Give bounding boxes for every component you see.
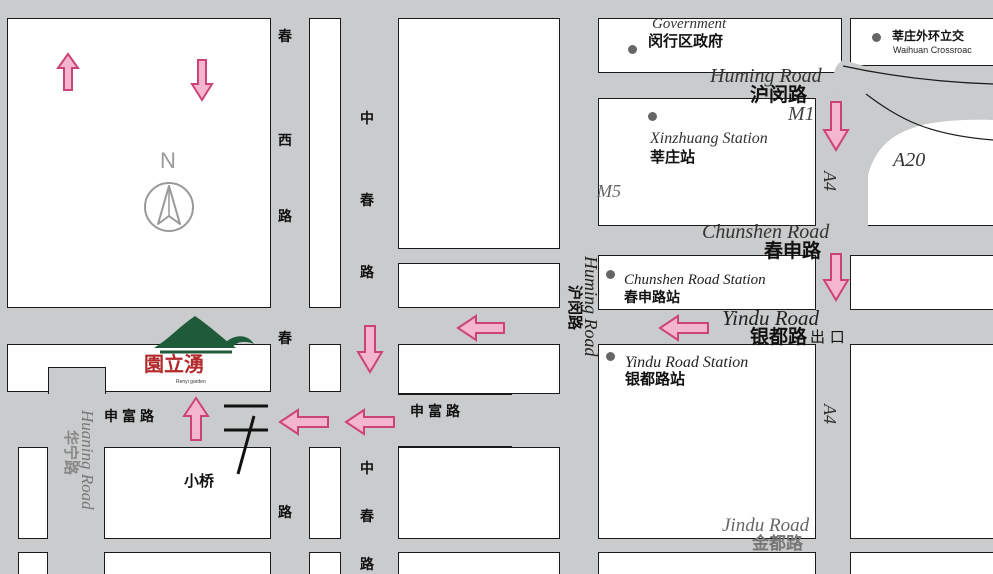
block-waihuan <box>850 18 993 66</box>
block-edge-5 <box>598 552 816 574</box>
label-huaning-en: Huaning Road <box>78 410 97 510</box>
marker-chunshen-station[interactable] <box>606 270 615 279</box>
arrow-up-icon <box>182 396 210 441</box>
block-edge-2 <box>104 552 271 574</box>
block-edge-6 <box>850 552 993 574</box>
label-government-cn: 闵行区政府 <box>648 32 724 50</box>
block-center-small <box>398 263 560 308</box>
arrow-down-icon <box>190 59 214 102</box>
label-yindu-road-en: Yindu Road <box>722 306 820 330</box>
label-huming-road-cn: 沪闵路 <box>750 84 808 106</box>
label-huaning-cn: 华宁路 <box>62 430 80 476</box>
label-waihuan-cn: 莘庄外环立交 <box>892 29 965 43</box>
label-huming-vertical-cn: 沪闵路 <box>566 285 584 331</box>
block-park <box>7 18 271 308</box>
label-shenfu-right: 申富路 <box>410 404 464 420</box>
label-yindu-road-cn: 银都路 <box>750 326 808 348</box>
label-xinzhuang-en: Xinzhuang Station <box>650 130 768 147</box>
char: 路 <box>278 209 292 225</box>
label-chunshen-station-cn: 春申路站 <box>624 290 680 306</box>
arrow-left-icon <box>344 408 395 436</box>
arrow-down-icon <box>822 101 850 152</box>
block-edge-4 <box>398 552 560 574</box>
label-chunshen-station-en: Chunshen Road Station <box>624 272 766 288</box>
label-m1: M1 <box>788 103 815 125</box>
road-shenfu-cut2 <box>512 394 560 447</box>
label-waihuan-en: Waihuan Crossroac <box>893 45 972 55</box>
label-chunshen-road-cn: 春申路 <box>764 240 822 262</box>
label-xinzhuang-cn: 莘庄站 <box>650 148 696 166</box>
label-yindu-station-en: Yindu Road Station <box>625 354 749 371</box>
block-strip <box>309 18 341 308</box>
marker-yindu-station[interactable] <box>606 352 615 361</box>
arrow-up-icon <box>56 52 80 91</box>
block-center-mid <box>398 344 560 394</box>
logo-sub: Renyi garden <box>176 379 206 385</box>
char: 春 <box>360 193 374 209</box>
block-center-bottom <box>398 447 560 539</box>
block-yindu-station <box>598 344 816 539</box>
char: 中 <box>360 461 374 477</box>
compass: N <box>138 148 208 240</box>
label-a4-top: A4 <box>820 171 840 191</box>
label-yindu-exit: 出 口 <box>810 328 845 346</box>
block-chunshen-station <box>598 255 816 310</box>
label-a20: A20 <box>893 149 926 171</box>
char: 春 <box>360 509 374 525</box>
label-huming-vertical-en: Huming Road <box>581 256 601 357</box>
label-chunxi-bottom: 路 <box>278 502 292 522</box>
char: 春 <box>278 331 292 347</box>
logo-text: 園立湧 <box>144 352 204 376</box>
label-chunxi-mid: 春 <box>278 328 292 348</box>
block-small-a <box>309 344 341 392</box>
arrow-down-icon <box>822 253 850 302</box>
marker-xinzhuang[interactable] <box>648 112 657 121</box>
label-jindu-road-en: Jindu Road <box>722 515 810 536</box>
north-arrow-icon <box>144 182 194 232</box>
label-xiaoqiao: 小桥 <box>184 472 215 490</box>
block-edge-1 <box>18 552 48 574</box>
label-m5: M5 <box>597 181 621 201</box>
bridge-icon <box>224 404 268 475</box>
label-yindu-station-cn: 银都路站 <box>625 370 686 388</box>
char: 中 <box>360 111 374 127</box>
block-center-top <box>398 18 560 249</box>
char: 路 <box>278 505 292 521</box>
label-huming-road-en: Huming Road <box>710 65 822 87</box>
marker-waihuan[interactable] <box>872 33 881 42</box>
block-bottom-left-small <box>18 447 48 539</box>
block-small-b <box>309 447 341 539</box>
block-government <box>598 18 842 73</box>
garden-logo[interactable]: 園立湧 Renyi garden <box>140 312 260 388</box>
marker-government[interactable] <box>628 45 637 54</box>
label-shenfu-left: 申富路 <box>104 409 158 425</box>
char: 春 <box>278 29 292 45</box>
arrow-left-icon <box>456 314 505 342</box>
arrow-down-icon <box>356 325 384 374</box>
roof-icon <box>154 316 254 354</box>
block-bottom-left <box>104 447 271 539</box>
label-jindu-road-cn: 金都路 <box>752 534 803 554</box>
block-xinzhuang <box>598 98 816 226</box>
block-right-bottom <box>850 344 993 539</box>
block-edge-3 <box>309 552 341 574</box>
arrow-left-icon <box>278 408 329 436</box>
char: 路 <box>360 557 374 573</box>
char: 路 <box>360 265 374 281</box>
road-notch <box>48 367 106 394</box>
label-chunshen-road-en: Chunshen Road <box>702 221 830 243</box>
block-right-mid <box>850 255 993 310</box>
label-a4-bottom: A4 <box>820 404 840 424</box>
arrow-left-icon <box>658 314 709 342</box>
compass-n: N <box>160 148 176 173</box>
char: 西 <box>278 133 292 149</box>
label-government-en: Government <box>652 16 727 32</box>
